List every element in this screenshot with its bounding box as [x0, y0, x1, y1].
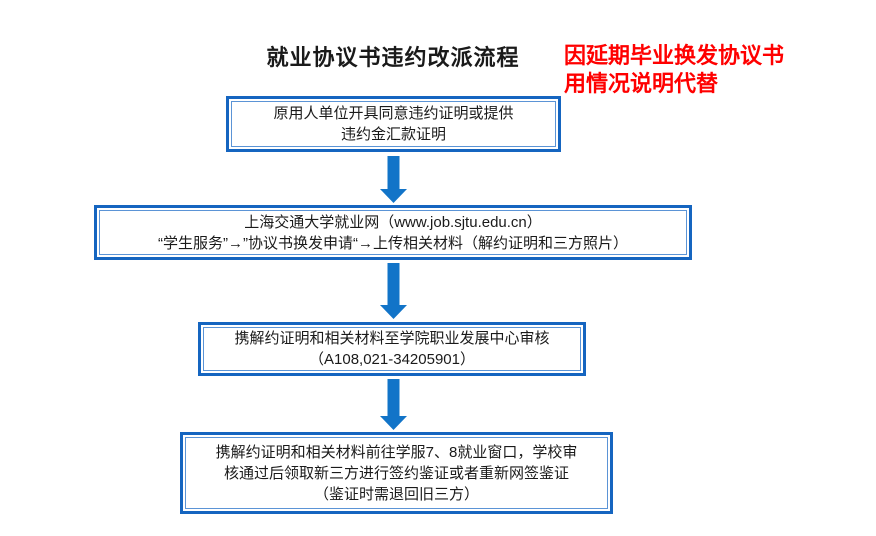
red-annotation-line-1: 因延期毕业换发协议书	[564, 43, 785, 68]
flow-step-2-line-1: 上海交通大学就业网（www.job.sjtu.edu.cn）	[244, 213, 542, 231]
flow-step-2-inner-frame: 上海交通大学就业网（www.job.sjtu.edu.cn） “学生服务”→”协…	[99, 210, 687, 255]
flow-step-1-line-2: 违约金汇款证明	[340, 126, 446, 143]
page-title: 就业协议书违约改派流程	[266, 45, 520, 70]
flow-step-3-box: 携解约证明和相关材料至学院职业发展中心审核 （A108,021-34205901…	[198, 322, 586, 376]
flow-step-3-line-1: 携解约证明和相关材料至学院职业发展中心审核	[234, 330, 550, 347]
red-annotation: 因延期毕业换发协议书 用情况说明代替	[564, 42, 834, 98]
flow-step-4-box: 携解约证明和相关材料前往学服7、8就业窗口，学校审 核通过后领取新三方进行签约鉴…	[180, 432, 613, 514]
flow-step-3-line-2: （A108,021-34205901）	[309, 351, 475, 368]
flow-step-4-line-1: 携解约证明和相关材料前往学服7、8就业窗口，学校审	[215, 443, 578, 461]
flow-arrow-2	[380, 263, 407, 319]
flow-step-4-line-3: （鉴证时需退回旧三方）	[313, 485, 479, 503]
flow-step-4-line-2: 核通过后领取新三方进行签约鉴证或者重新网签鉴证	[223, 464, 569, 482]
flow-arrow-3	[380, 379, 407, 430]
flow-step-3-inner-frame: 携解约证明和相关材料至学院职业发展中心审核 （A108,021-34205901…	[203, 327, 581, 371]
flow-step-1-box: 原用人单位开具同意违约证明或提供 违约金汇款证明	[226, 96, 561, 152]
arrow-down-icon	[380, 263, 407, 319]
arrow-down-icon	[380, 379, 407, 430]
flow-step-4-inner-frame: 携解约证明和相关材料前往学服7、8就业窗口，学校审 核通过后领取新三方进行签约鉴…	[185, 437, 608, 509]
flow-step-2-line-2: “学生服务”→”协议书换发申请“→上传相关材料（解约证明和三方照片）	[158, 234, 628, 252]
flow-step-2-box: 上海交通大学就业网（www.job.sjtu.edu.cn） “学生服务”→”协…	[94, 205, 692, 260]
flow-arrow-1	[380, 156, 407, 203]
arrow-down-icon	[380, 156, 407, 203]
flow-step-1-line-1: 原用人单位开具同意违约证明或提供	[273, 105, 514, 122]
red-annotation-line-2: 用情况说明代替	[564, 71, 719, 96]
flow-step-1-inner-frame: 原用人单位开具同意违约证明或提供 违约金汇款证明	[231, 101, 556, 147]
